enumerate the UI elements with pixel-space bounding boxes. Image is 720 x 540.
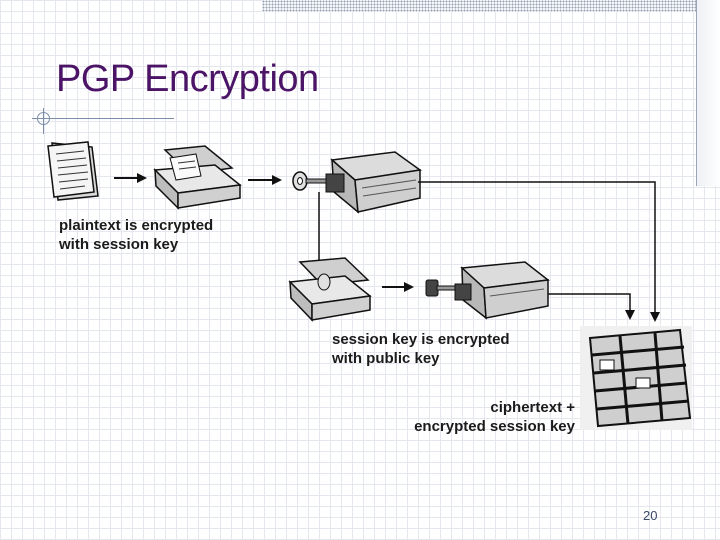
open-lockbox-with-key-icon <box>288 257 372 322</box>
public-key-icon <box>425 279 456 297</box>
locked-box-2-icon <box>454 261 550 320</box>
connector-box2-to-ciphertext <box>548 293 635 320</box>
connector-to-ciphertext <box>418 181 660 322</box>
session-key-icon <box>292 171 329 191</box>
open-lockbox-icon <box>153 145 242 210</box>
header-dotted-band <box>262 0 720 12</box>
right-side-band <box>696 0 720 186</box>
label-plaintext-encrypted: plaintext is encrypted with session key <box>59 217 214 253</box>
label-session-key-encrypted: session key is encrypted with public key <box>332 331 510 367</box>
ciphertext-bundle-icon <box>580 326 692 430</box>
plaintext-document-icon <box>47 141 99 201</box>
label-ciphertext-result: ciphertext + encrypted session key <box>414 399 575 435</box>
title-rule-horizontal <box>32 118 174 119</box>
slide-title: PGP Encryption <box>56 58 319 100</box>
title-rule-circle <box>37 112 50 125</box>
page-number: 20 <box>643 508 658 523</box>
locked-box-icon <box>325 151 422 214</box>
